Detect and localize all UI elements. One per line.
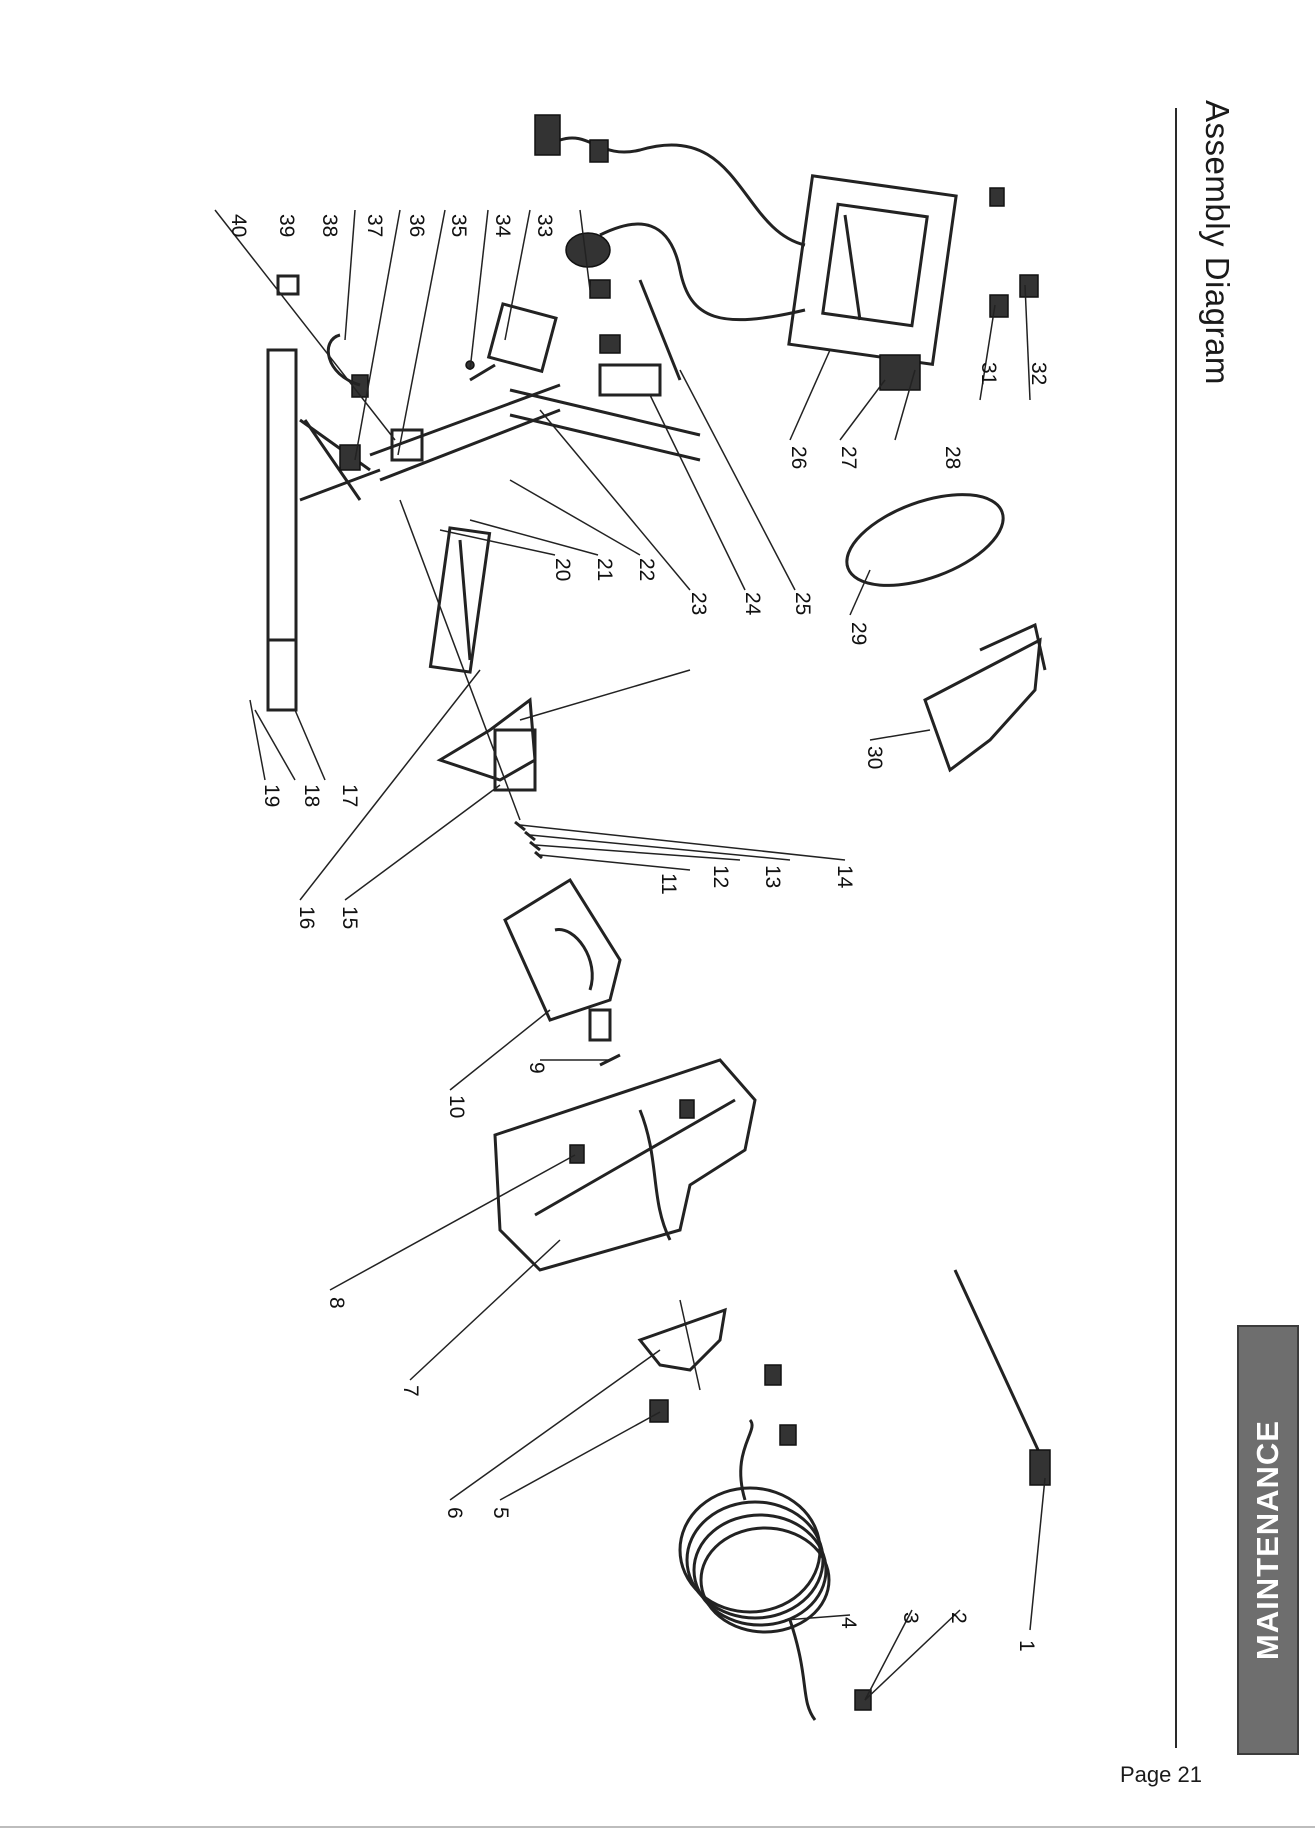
seat: [495, 1060, 755, 1270]
base-rail: [268, 350, 296, 710]
sensor-cable: [600, 224, 805, 320]
callout-35: 35: [447, 214, 470, 237]
callout-18: 18: [300, 784, 323, 807]
callout-23: 23: [687, 592, 710, 615]
callout-22: 22: [635, 558, 658, 581]
bolt-32: [1020, 275, 1038, 297]
callout-14: 14: [833, 865, 856, 889]
side-cover: [925, 640, 1040, 770]
callout-7: 7: [399, 1385, 422, 1397]
callout-28: 28: [941, 446, 964, 469]
sensor-disc: [566, 233, 610, 267]
callout-29: 29: [847, 622, 870, 645]
callout-6: 6: [443, 1507, 466, 1519]
callout-3: 3: [899, 1612, 922, 1624]
bolt-31: [990, 295, 1008, 317]
callout-19: 19: [260, 784, 283, 807]
callout-26: 26: [787, 446, 810, 469]
callout-32: 32: [1027, 362, 1050, 385]
control-box: [789, 176, 956, 365]
callout-8: 8: [325, 1297, 348, 1309]
lever-bolt: [352, 375, 368, 397]
callout-27: 27: [837, 446, 860, 469]
callout-15: 15: [338, 906, 361, 929]
support-bracket: [640, 1310, 725, 1370]
end-cap: [278, 276, 298, 294]
coil-cable: [680, 1420, 829, 1720]
callout-1: 1: [1015, 1640, 1038, 1652]
cable-clip: [590, 140, 608, 162]
leader-lines: [215, 210, 1045, 1700]
callout-11: 11: [657, 873, 680, 895]
callout-33: 33: [533, 214, 556, 237]
callout-4: 4: [837, 1617, 860, 1629]
callout-10: 10: [445, 1095, 468, 1118]
power-plug: [535, 115, 560, 155]
bolt-5b: [765, 1365, 781, 1385]
callout-37: 37: [363, 214, 386, 237]
callout-21: 21: [593, 558, 616, 581]
callout-31: 31: [977, 362, 1000, 385]
callout-30: 30: [863, 746, 886, 769]
pedal: [505, 880, 620, 1020]
bolt-5: [650, 1400, 668, 1422]
motor: [489, 304, 556, 371]
callout-16: 16: [295, 906, 318, 929]
nut-set-33: [590, 280, 610, 298]
callout-13: 13: [761, 865, 784, 888]
callout-9: 9: [525, 1062, 548, 1074]
callout-38: 38: [318, 214, 341, 237]
bolt-5c: [780, 1425, 796, 1445]
long-rod: [955, 1270, 1045, 1465]
callout-25: 25: [791, 592, 814, 615]
callout-2: 2: [947, 1612, 970, 1624]
screw-top: [990, 188, 1004, 206]
callout-5: 5: [489, 1507, 512, 1519]
callout-40: 40: [227, 214, 250, 237]
drive-belt: [835, 476, 1015, 604]
callout-39: 39: [275, 214, 298, 237]
callout-12: 12: [709, 865, 732, 888]
callout-36: 36: [405, 214, 428, 237]
crank-arm: [440, 700, 535, 780]
callout-20: 20: [551, 558, 574, 581]
callout-24: 24: [741, 592, 764, 616]
callout-34: 34: [491, 214, 514, 238]
callout-numbers: 1 2 3 4 5 6 7 8 9 10 11 12 13 14 15 16 1…: [227, 214, 1050, 1652]
callout-17: 17: [338, 784, 361, 807]
